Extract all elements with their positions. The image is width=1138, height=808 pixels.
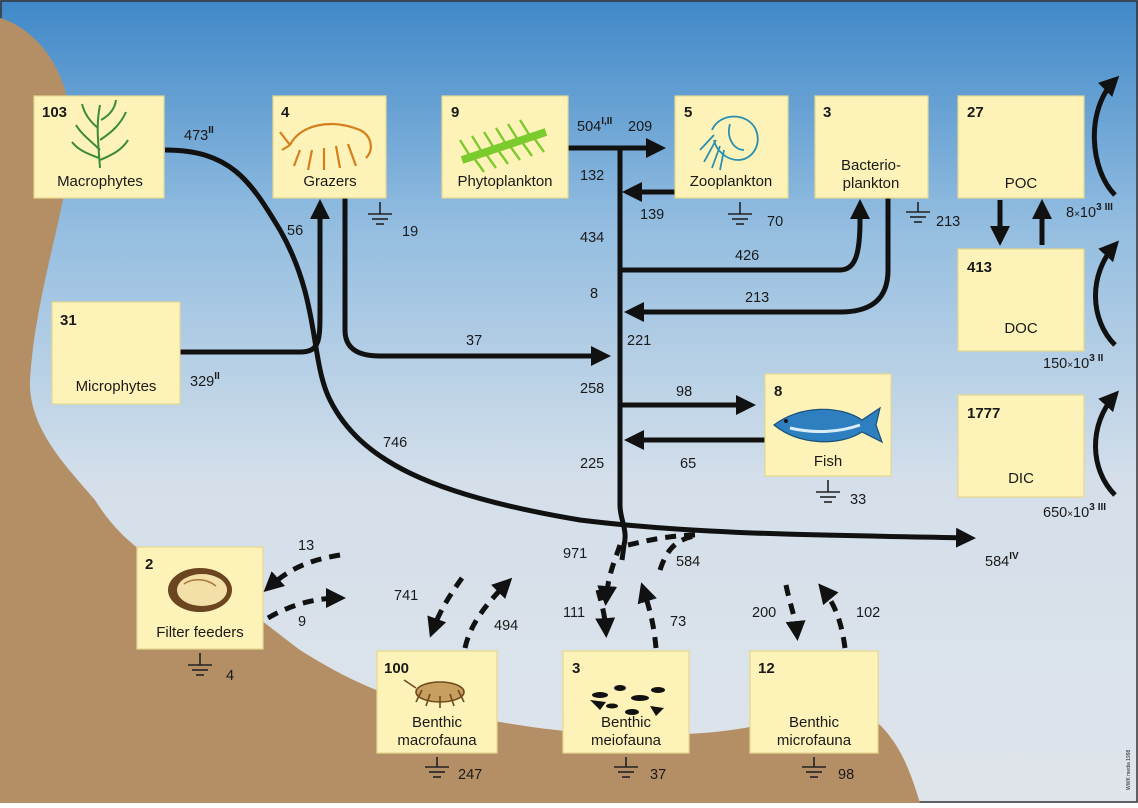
flow-macro-export: 746 <box>383 435 407 451</box>
bacterioplankton-value: 3 <box>823 104 831 121</box>
doc-label: DOC <box>1004 320 1038 337</box>
bacterioplankton-label-line1: Bacterio- <box>841 157 901 174</box>
flow-meiofauna-out: 73 <box>670 614 686 630</box>
node-benthic-macrofauna: 100 Benthic macrofauna <box>377 651 497 753</box>
grazers-label: Grazers <box>303 173 356 190</box>
node-fish: 8 Fish <box>765 374 891 476</box>
flow-to-grazers: 56 <box>287 223 303 239</box>
flow-pool-221: 221 <box>627 333 651 349</box>
zooplankton-label: Zooplankton <box>690 173 773 190</box>
credit: WWK media 1998 <box>1126 749 1132 790</box>
flow-macrofauna-in: 741 <box>394 588 418 604</box>
flow-microfauna-in: 200 <box>752 605 776 621</box>
flow-pool-434: 434 <box>580 230 604 246</box>
fish-label: Fish <box>814 453 842 470</box>
benthic-meiofauna-respiration: 37 <box>650 767 666 783</box>
benthic-macrofauna-respiration: 247 <box>458 767 482 783</box>
flow-zoo-to-pool: 139 <box>640 207 664 223</box>
fish-respiration: 33 <box>850 492 866 508</box>
flow-to-bacterio: 426 <box>735 248 759 264</box>
dic-label: DIC <box>1008 470 1034 487</box>
node-doc: 413 DOC <box>958 249 1084 351</box>
benthic-microfauna-label-line2: microfauna <box>777 732 852 749</box>
filter-feeders-label: Filter feeders <box>156 624 244 641</box>
flow-fish-back: 65 <box>680 456 696 472</box>
benthic-meiofauna-value: 3 <box>572 660 580 677</box>
node-grazers: 4 Grazers <box>273 96 386 198</box>
benthic-macrofauna-label-line2: macrofauna <box>397 732 477 749</box>
node-bacterioplankton: 3 Bacterio- plankton <box>815 96 928 198</box>
filter-feeders-value: 2 <box>145 556 153 573</box>
flow-grazers-to-pool: 37 <box>466 333 482 349</box>
macrophytes-label: Macrophytes <box>57 173 143 190</box>
node-dic: 1777 DIC <box>958 395 1084 497</box>
benthic-meiofauna-label-line1: Benthic <box>601 714 652 731</box>
bacterioplankton-respiration: 213 <box>936 214 960 230</box>
node-microphytes: 31 Microphytes <box>52 302 180 404</box>
doc-value: 413 <box>967 259 992 276</box>
filter-feeders-respiration: 4 <box>226 668 234 684</box>
node-macrophytes: 103 Macrophytes <box>34 96 164 198</box>
benthic-microfauna-label-line1: Benthic <box>789 714 840 731</box>
poc-value: 27 <box>967 104 984 121</box>
benthic-meiofauna-label-line2: meiofauna <box>591 732 662 749</box>
flow-microfauna-out: 102 <box>856 605 880 621</box>
poc-label: POC <box>1005 175 1038 192</box>
flow-from-sediment: 584 <box>676 554 700 570</box>
grazers-respiration: 19 <box>402 224 418 240</box>
node-phytoplankton: 9 Phytoplankton <box>442 96 568 198</box>
phytoplankton-value: 9 <box>451 104 459 121</box>
flow-pool-8: 8 <box>590 286 598 302</box>
benthic-microfauna-respiration: 98 <box>838 767 854 783</box>
benthic-macrofauna-value: 100 <box>384 660 409 677</box>
flow-pool-225: 225 <box>580 456 604 472</box>
flow-bacterio-back: 213 <box>745 290 769 306</box>
microphytes-value: 31 <box>60 312 77 329</box>
node-benthic-microfauna: 12 Benthic microfauna <box>750 651 878 753</box>
mussel-icon <box>168 568 232 612</box>
macrophytes-value: 103 <box>42 104 67 121</box>
flow-filter-out: 9 <box>298 614 306 630</box>
benthic-microfauna-value: 12 <box>758 660 775 677</box>
node-zooplankton: 5 Zooplankton <box>675 96 788 198</box>
microphytes-label: Microphytes <box>76 378 157 395</box>
flow-pool-258: 258 <box>580 381 604 397</box>
node-benthic-meiofauna: 3 Benthic meiofauna <box>563 651 689 753</box>
flow-to-sediment: 971 <box>563 546 587 562</box>
node-poc: 27 POC <box>958 96 1084 198</box>
dic-value: 1777 <box>967 405 1000 422</box>
zooplankton-respiration: 70 <box>767 214 783 230</box>
flow-zoo-back: 132 <box>580 168 604 184</box>
node-filter-feeders: 2 Filter feeders <box>137 547 263 649</box>
flow-filter-in: 13 <box>298 538 314 554</box>
fish-value: 8 <box>774 383 782 400</box>
flow-meiofauna-in: 111 <box>563 605 585 621</box>
zooplankton-value: 5 <box>684 104 692 121</box>
flow-to-fish: 98 <box>676 384 692 400</box>
phytoplankton-label: Phytoplankton <box>457 173 552 190</box>
grazers-value: 4 <box>281 104 290 121</box>
flow-macrofauna-out: 494 <box>494 618 518 634</box>
bacterioplankton-label-line2: plankton <box>843 175 900 192</box>
benthic-macrofauna-label-line1: Benthic <box>412 714 463 731</box>
flow-to-zooplankton: 209 <box>628 119 652 135</box>
